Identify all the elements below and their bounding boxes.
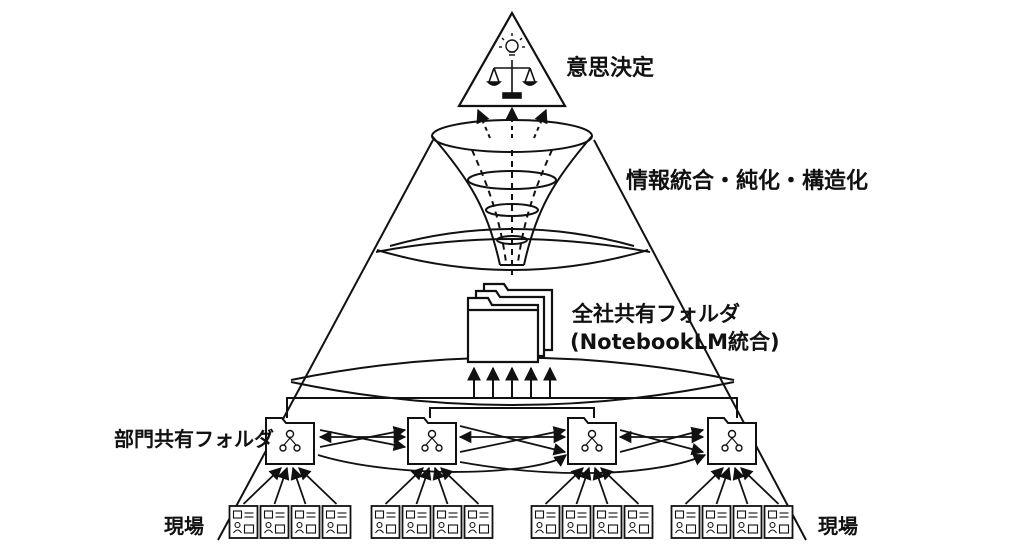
arrows-to-decision bbox=[476, 106, 548, 139]
field-to-dept-arrow bbox=[592, 466, 609, 505]
arrows-to-company bbox=[286, 366, 738, 418]
org-folder-icon bbox=[707, 417, 757, 465]
decision-triangle bbox=[457, 10, 567, 108]
dept-folder-label: 部門共有フォルダ bbox=[114, 427, 274, 451]
document-card-icon bbox=[370, 505, 401, 539]
field-label-right: 現場 bbox=[818, 514, 858, 538]
field-to-dept-arrow bbox=[684, 467, 724, 505]
field-label-left: 現場 bbox=[164, 514, 204, 538]
document-card-icon bbox=[763, 505, 794, 539]
field-to-dept-arrow bbox=[432, 466, 449, 505]
document-card-icon bbox=[561, 505, 592, 539]
field-to-dept-arrow bbox=[600, 467, 640, 505]
document-card-icon bbox=[290, 505, 321, 539]
document-card-icon bbox=[732, 505, 763, 539]
field-to-dept-arrow bbox=[290, 466, 307, 505]
document-card-icon bbox=[530, 505, 561, 539]
document-card-icon bbox=[259, 505, 290, 539]
field-to-dept-arrow bbox=[384, 467, 424, 505]
field-to-dept-arrow bbox=[575, 466, 592, 505]
company-folder-label: 全社共有フォルダ bbox=[572, 302, 740, 326]
company-folder-sublabel: (NotebookLM統合) bbox=[570, 330, 780, 354]
field-to-dept-arrow bbox=[415, 466, 432, 505]
field-to-dept-arrow bbox=[273, 466, 290, 505]
document-card-icon bbox=[321, 505, 352, 539]
scales-icon bbox=[486, 60, 538, 99]
document-card-icon bbox=[592, 505, 623, 539]
decision-label: 意思決定 bbox=[566, 56, 655, 81]
dept-folders bbox=[265, 417, 757, 465]
lightbulb-icon bbox=[499, 33, 525, 56]
field-to-dept-arrow bbox=[715, 466, 732, 505]
document-card-icon bbox=[701, 505, 732, 539]
field-to-dept-arrow bbox=[544, 467, 584, 505]
dept-connections bbox=[317, 425, 707, 474]
org-folder-icon bbox=[407, 417, 457, 465]
document-card-icon bbox=[463, 505, 494, 539]
field-to-dept-arrow bbox=[732, 466, 749, 505]
org-folder-icon bbox=[567, 417, 617, 465]
integration-label: 情報統合・純化・構造化 bbox=[626, 169, 869, 194]
pyramid-outline bbox=[217, 139, 807, 541]
field-to-dept-arrow bbox=[298, 467, 338, 505]
document-card-icon bbox=[623, 505, 654, 539]
document-card-icon bbox=[432, 505, 463, 539]
field-to-dept-arrow bbox=[740, 467, 780, 505]
field-documents bbox=[228, 466, 794, 539]
document-card-icon bbox=[228, 505, 259, 539]
document-card-icon bbox=[401, 505, 432, 539]
stacked-folders-icon bbox=[466, 282, 554, 364]
field-to-dept-arrow bbox=[242, 467, 282, 505]
document-card-icon bbox=[670, 505, 701, 539]
org-folder-icon bbox=[265, 417, 315, 465]
field-to-dept-arrow bbox=[440, 467, 480, 505]
funnel bbox=[431, 119, 593, 275]
